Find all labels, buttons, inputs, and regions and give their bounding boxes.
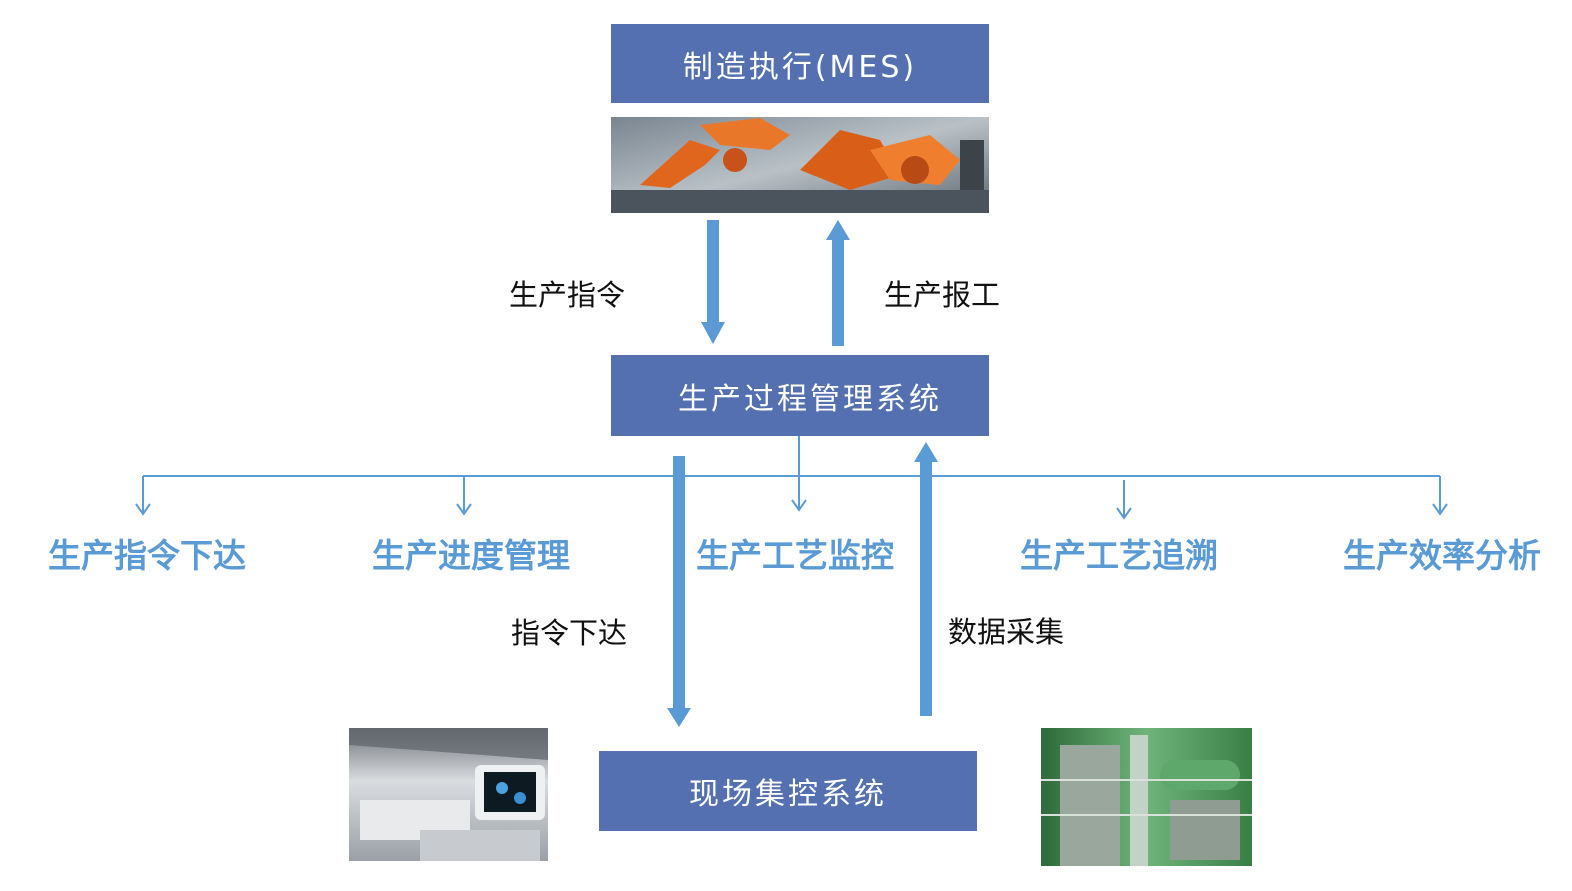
industrial-plant-photo: [1041, 728, 1252, 866]
robot-arm-photo: [611, 117, 989, 213]
process-system-label: 生产过程管理系统: [678, 381, 942, 417]
module-process-monitoring: 生产工艺监控: [696, 536, 894, 575]
arrow-data-collection: [914, 442, 938, 716]
field-control-label: 现场集控系统: [689, 777, 887, 812]
arrow-instruction-dispatch: [667, 456, 691, 727]
module-bus: [135, 436, 1448, 520]
mes-box-label: 制造执行(MES): [682, 49, 918, 85]
automated-line-photo: [349, 728, 548, 861]
module-progress-management: 生产进度管理: [372, 536, 570, 575]
arrow-production-instruction: [701, 220, 725, 344]
label-data-collection: 数据采集: [948, 615, 1065, 649]
mes-box: 制造执行(MES): [611, 24, 989, 103]
process-system-box: 生产过程管理系统: [611, 355, 989, 436]
arrow-production-report: [826, 220, 850, 346]
label-production-instruction: 生产指令: [509, 278, 626, 312]
field-control-box: 现场集控系统: [599, 751, 977, 831]
module-efficiency-analysis: 生产效率分析: [1343, 536, 1541, 575]
module-instruction-dispatch: 生产指令下达: [48, 536, 246, 575]
label-instruction-dispatch: 指令下达: [511, 616, 628, 650]
label-production-report: 生产报工: [884, 278, 1001, 312]
module-process-tracing: 生产工艺追溯: [1020, 536, 1218, 575]
